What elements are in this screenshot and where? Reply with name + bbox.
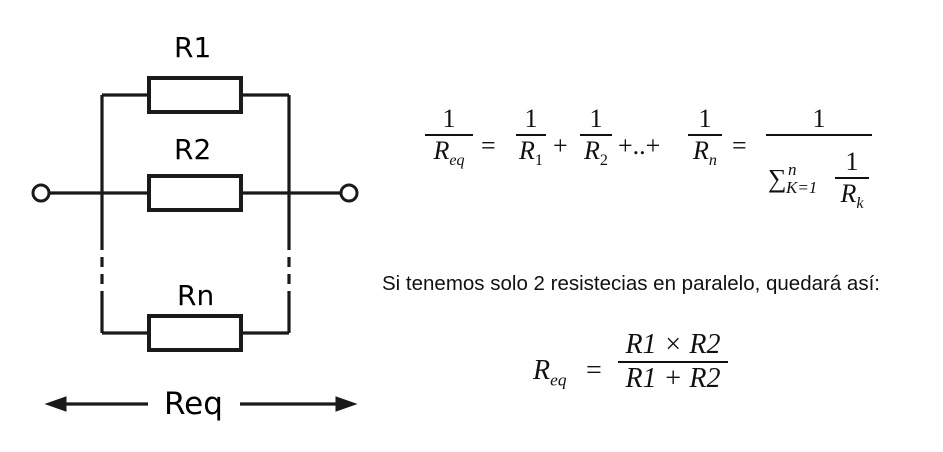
fraction-1-over-req: 1 Req [425, 104, 473, 170]
sum-lower-limit: K=1 [786, 178, 818, 197]
resistor-rn [147, 314, 243, 352]
equals-sign-2: = [732, 131, 747, 160]
fraction-1-over-rk: 1 Rk [835, 147, 869, 213]
ellipsis-plus: +..+ [618, 131, 661, 160]
resistor-r1 [147, 76, 243, 114]
req-symbol: Req [533, 355, 567, 390]
equals-sign: = [481, 131, 496, 160]
two-resistor-note: Si tenemos solo 2 resistecias en paralel… [382, 272, 880, 295]
label-rn: Rn [177, 279, 215, 312]
sum-upper-limit: n [788, 160, 797, 179]
fraction-1-over-r2: 1 R2 [580, 104, 612, 170]
equals-sign-3: = [586, 355, 602, 386]
fraction-1-over-sum: 1 [766, 104, 872, 136]
terminal-right [339, 183, 359, 203]
req-arrow-left-head [44, 396, 67, 412]
fraction-product-over-sum: R1 × R2 R1 + R2 [618, 329, 728, 395]
fraction-1-over-r1: 1 R1 [516, 104, 546, 170]
label-req: Req [164, 386, 223, 422]
numerator: 1 [442, 104, 456, 133]
plus-sign: + [553, 131, 568, 160]
terminal-left [31, 183, 51, 203]
label-r1: R1 [174, 31, 212, 64]
sum-symbol: ∑ [768, 164, 787, 193]
fraction-1-over-rn: 1 Rn [688, 104, 722, 170]
label-r2: R2 [174, 133, 212, 166]
parallel-circuit-diagram [31, 76, 359, 412]
numerator-product: R1 × R2 [625, 329, 721, 360]
denominator-sum: R1 + R2 [625, 362, 721, 394]
resistor-r2 [147, 174, 243, 212]
denominator: Req [433, 135, 465, 169]
req-arrow-right-head [335, 396, 358, 412]
